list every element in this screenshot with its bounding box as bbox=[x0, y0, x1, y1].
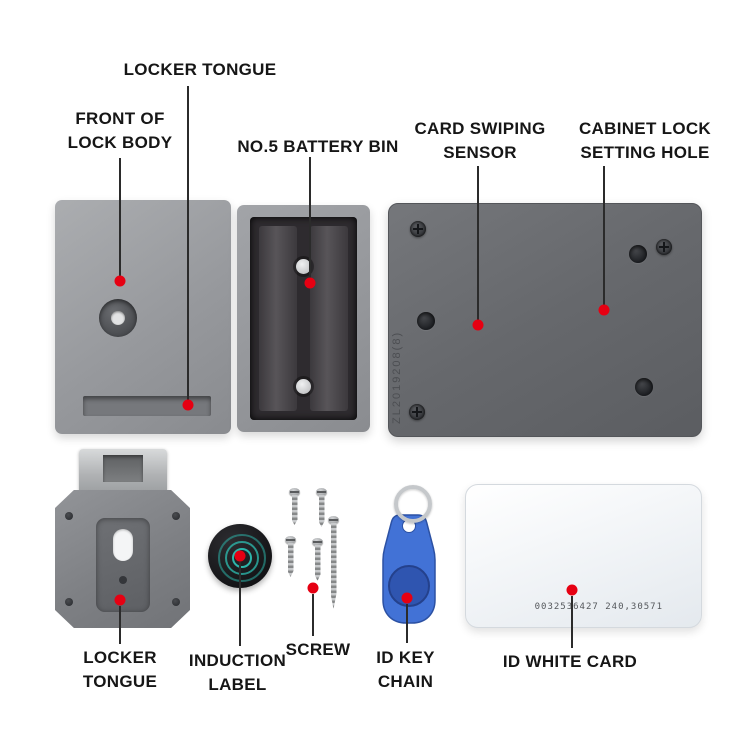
screw-shaft bbox=[330, 523, 337, 609]
callout-dot-setting-hole bbox=[598, 304, 610, 316]
battery-contact-hole bbox=[296, 259, 311, 274]
mount-hole bbox=[635, 378, 653, 396]
card-serial-number: 0032536427 240,30571 bbox=[534, 602, 663, 612]
callout-line-induction-label bbox=[239, 562, 241, 646]
callout-label-id-white-card: ID WHITE CARD bbox=[502, 652, 638, 671]
callout-label-screw: SCREW bbox=[285, 640, 351, 659]
callout-line-locker-tongue-top bbox=[187, 86, 189, 402]
screw-shaft bbox=[318, 495, 325, 527]
callout-line-battery-bin bbox=[309, 157, 311, 278]
phillips-screw-icon bbox=[410, 221, 426, 237]
front-lock-body bbox=[55, 200, 231, 434]
callout-line-locker-tongue-bottom bbox=[119, 606, 121, 644]
back-lock-body: ZL2019208(8) bbox=[388, 203, 702, 437]
callout-line-id-white-card bbox=[571, 596, 573, 648]
screw-shaft bbox=[314, 545, 321, 581]
key-ring-icon bbox=[394, 485, 432, 523]
callout-dot-card-swiping-sensor bbox=[472, 319, 484, 331]
indicator-window bbox=[113, 529, 133, 561]
callout-line-setting-hole bbox=[603, 166, 605, 305]
screw-hole bbox=[65, 512, 73, 520]
battery-contact-hole bbox=[296, 379, 311, 394]
model-engraving: ZL2019208(8) bbox=[391, 330, 403, 424]
screw-head bbox=[289, 488, 300, 496]
callout-line-screw bbox=[312, 594, 314, 636]
screw-shaft bbox=[291, 495, 298, 525]
mount-hole bbox=[417, 312, 435, 330]
small-lock-body bbox=[55, 490, 190, 628]
tongue-slot bbox=[83, 396, 211, 416]
screw-head bbox=[316, 488, 327, 496]
battery-channel bbox=[310, 226, 348, 411]
callout-dot-battery-bin bbox=[304, 277, 316, 289]
phillips-screw-icon bbox=[409, 404, 425, 420]
screw-item bbox=[316, 488, 327, 527]
battery-compartment bbox=[250, 217, 357, 420]
screw-item bbox=[289, 488, 300, 525]
battery-bin bbox=[237, 205, 370, 432]
callout-line-id-key-chain bbox=[406, 604, 408, 643]
battery-channel bbox=[259, 226, 297, 411]
callout-label-front-of-lock-body: FRONT OF LOCK BODY bbox=[67, 109, 173, 152]
screw-head bbox=[285, 536, 296, 544]
callout-line-card-swiping-sensor bbox=[477, 166, 479, 320]
screw-hole bbox=[172, 512, 180, 520]
callout-dot-id-key-chain bbox=[401, 592, 413, 604]
screw-head bbox=[328, 516, 339, 524]
callout-line-front-of-lock-body bbox=[119, 158, 121, 276]
callout-label-locker-tongue-top: LOCKER TONGUE bbox=[123, 60, 277, 79]
callout-dot-screw bbox=[307, 582, 319, 594]
callout-dot-locker-tongue-top bbox=[182, 399, 194, 411]
panel-hole bbox=[119, 576, 127, 584]
callout-dot-induction-label bbox=[234, 550, 246, 562]
screw-shaft bbox=[287, 543, 294, 577]
locker-tongue-metal bbox=[79, 449, 167, 492]
callout-label-induction-label: INDUCTION LABEL bbox=[188, 651, 287, 694]
id-white-card: 0032536427 240,30571 bbox=[465, 484, 702, 628]
mount-hole bbox=[629, 245, 647, 263]
screw-item-long bbox=[328, 516, 339, 609]
id-key-fob bbox=[382, 514, 436, 624]
phillips-screw-icon bbox=[656, 239, 672, 255]
callout-label-id-key-chain: ID KEY CHAIN bbox=[376, 648, 435, 691]
callout-label-card-swiping-sensor: CARD SWIPING SENSOR bbox=[414, 119, 546, 162]
screw-item bbox=[312, 538, 323, 581]
callout-label-setting-hole: CABINET LOCK SETTING HOLE bbox=[578, 119, 712, 162]
screw-item bbox=[285, 536, 296, 577]
lock-cylinder-hole bbox=[99, 299, 137, 337]
signal-arc-icon bbox=[218, 534, 266, 582]
callout-dot-locker-tongue-bottom bbox=[114, 594, 126, 606]
screw-hole bbox=[65, 598, 73, 606]
callout-label-locker-tongue-bottom: LOCKER TONGUE bbox=[82, 648, 158, 691]
screw-hole bbox=[172, 598, 180, 606]
callout-dot-front-of-lock-body bbox=[114, 275, 126, 287]
screw-head bbox=[312, 538, 323, 546]
callout-label-battery-bin: NO.5 BATTERY BIN bbox=[237, 137, 399, 156]
callout-dot-id-white-card bbox=[566, 584, 578, 596]
